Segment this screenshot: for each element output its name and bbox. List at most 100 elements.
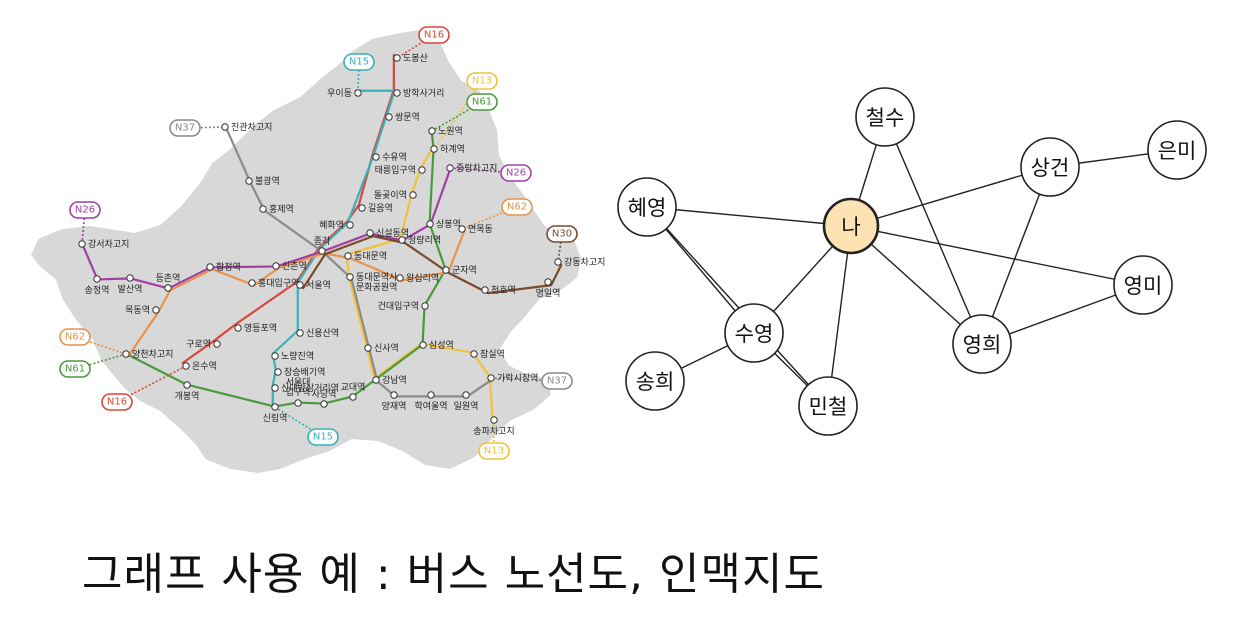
bus-stop-marker [318,247,326,255]
route-line-n30 [302,235,563,295]
graph-node-label: 영미 [1124,274,1163,298]
bus-stop-label: 강남역 [382,375,407,386]
graph-node-youngmi: 영미 [1113,255,1173,315]
bus-stop-marker [470,350,478,358]
bus-stop-marker [296,329,304,337]
bus-stop-bulgwang: 불광역 [245,175,280,187]
bus-stop-myeongil: 명일역 [536,278,560,299]
bus-stop-jonggak: 종각 [314,235,330,255]
bus-stop-balsan: 발산역 [118,274,142,295]
bus-stop-marker [481,286,489,294]
bus-stop-label: 불광역 [255,175,280,187]
graph-node-label: 상건 [1031,156,1070,180]
bus-stop-marker [245,177,253,185]
svg-text:N61: N61 [65,364,85,375]
bus-stop-label: 합정역 [216,262,241,273]
bus-stop-sinyongsan: 신용산역 [296,328,339,339]
svg-text:N15: N15 [349,57,369,68]
graph-node-suyoung: 수영 [724,303,784,363]
bus-stop-marker [385,113,393,121]
bus-stop-samseong: 삼성역 [419,340,454,351]
bus-stop-hongje: 홍제역 [259,203,294,215]
bus-stop-ui: 우이동 [327,88,362,99]
bus-stop-label: 장승배기역 [284,367,325,378]
svg-text:N61: N61 [472,97,492,108]
bus-stop-label: 구로역 [186,339,211,350]
graph-node-label: 혜영 [628,196,667,220]
figure-caption: 그래프 사용 예 : 버스 노선도, 인맥지도 [82,549,825,600]
graph-node-sanggeon: 상건 [1020,137,1080,197]
bus-stop-marker [398,236,406,244]
bus-stop-marker [364,344,372,352]
bus-stop-label: 청량리역 [408,234,441,246]
bus-stop-gunja: 군자역 [442,265,477,276]
bus-stop-label: 개봉역 [175,391,200,402]
bus-stop-label: 돌곶이역 [374,190,407,201]
bus-stop-irwon: 일원역 [454,391,478,412]
bus-stop-gyodae: 교대역 [341,382,365,401]
bus-stop-label: 천호역 [491,285,516,296]
bus-stop-label: 신림역 [263,412,288,424]
bus-stop-marker [294,399,302,407]
route-badge-n62: N62 [59,328,91,346]
bus-stop-label: 길음역 [368,203,393,214]
graph-edge-hyeyoung-mincheol [646,206,829,407]
bus-stop-sillim: 신림역 [263,403,288,424]
bus-stop-marker [372,376,380,384]
bus-stop-cheongnyang: 청량리역 [398,234,441,246]
route-badge-n13: N13 [466,72,498,90]
bus-stop-label: 송파차고지 [473,425,514,437]
bus-stop-marker [430,145,438,153]
route-badge-n16: N16 [101,393,133,411]
bus-stop-label: 군자역 [452,265,477,276]
bus-stop-marker [354,89,362,97]
bus-stop-marker [271,352,279,360]
bus-stop-hagyeoul: 학여울역 [414,391,448,412]
graph-edge-me-sanggeon [850,166,1051,227]
svg-text:N15: N15 [313,432,333,443]
route-badge-n26: N26 [69,201,101,219]
bus-stop-junghwa: 중랑차고지 [446,162,497,174]
route-badge-n16: N16 [418,26,450,44]
bus-stop-label: 신용산역 [306,328,339,339]
route-badge-n30: N30 [546,225,578,243]
bus-stop-marker [271,403,279,411]
route-extension-n16 [396,34,435,59]
bus-stop-label: 혜화역 [319,219,344,231]
bus-stop-label: 진관차고지 [231,121,272,133]
bus-stop-marker [421,302,429,310]
bus-stop-marker [442,266,450,274]
graph-node-me: 나 [822,197,880,255]
route-badge-n61: N61 [466,93,498,111]
bus-stop-sinseol: 신설동역 [366,228,409,239]
bus-stop-songjeong: 송정역 [85,275,109,296]
bus-stop-nowon: 노원역 [428,126,463,137]
bus-stop-deungchon: 등촌역 [156,273,181,292]
bus-stop-konkuk: 건대입구역 [378,300,429,312]
bus-stop-marker [126,274,134,282]
bus-stop-label: 신사역 [374,343,399,354]
bus-stop-marker [393,89,401,97]
bus-stop-guro: 구로역 [186,339,221,350]
bus-stop-myeonmok: 면목동 [458,224,493,235]
bus-stop-dolgoji: 돌곶이역 [374,190,417,201]
bus-stop-marker [396,274,404,282]
bus-stop-jamsil: 잠실역 [470,349,505,360]
bus-stop-marker [346,273,354,281]
bus-stop-label: 홍제역 [269,203,294,215]
graph-node-label: 수영 [735,322,774,346]
bus-stop-label: 등촌역 [156,273,181,284]
bus-stop-label: 중랑차고지 [456,162,497,174]
route-badge-n62: N62 [501,198,533,216]
bus-stop-marker [213,340,221,348]
bus-stop-marker [182,362,190,370]
bus-stop-label: 학여울역 [414,400,447,412]
svg-text:N13: N13 [484,446,504,457]
bus-stop-marker [554,258,562,266]
bus-stop-sinsa: 신사역 [364,343,399,354]
route-badge-n61: N61 [59,360,91,378]
bus-stop-marker [272,262,280,270]
bus-stop-sinchon: 신촌역 [272,261,307,272]
